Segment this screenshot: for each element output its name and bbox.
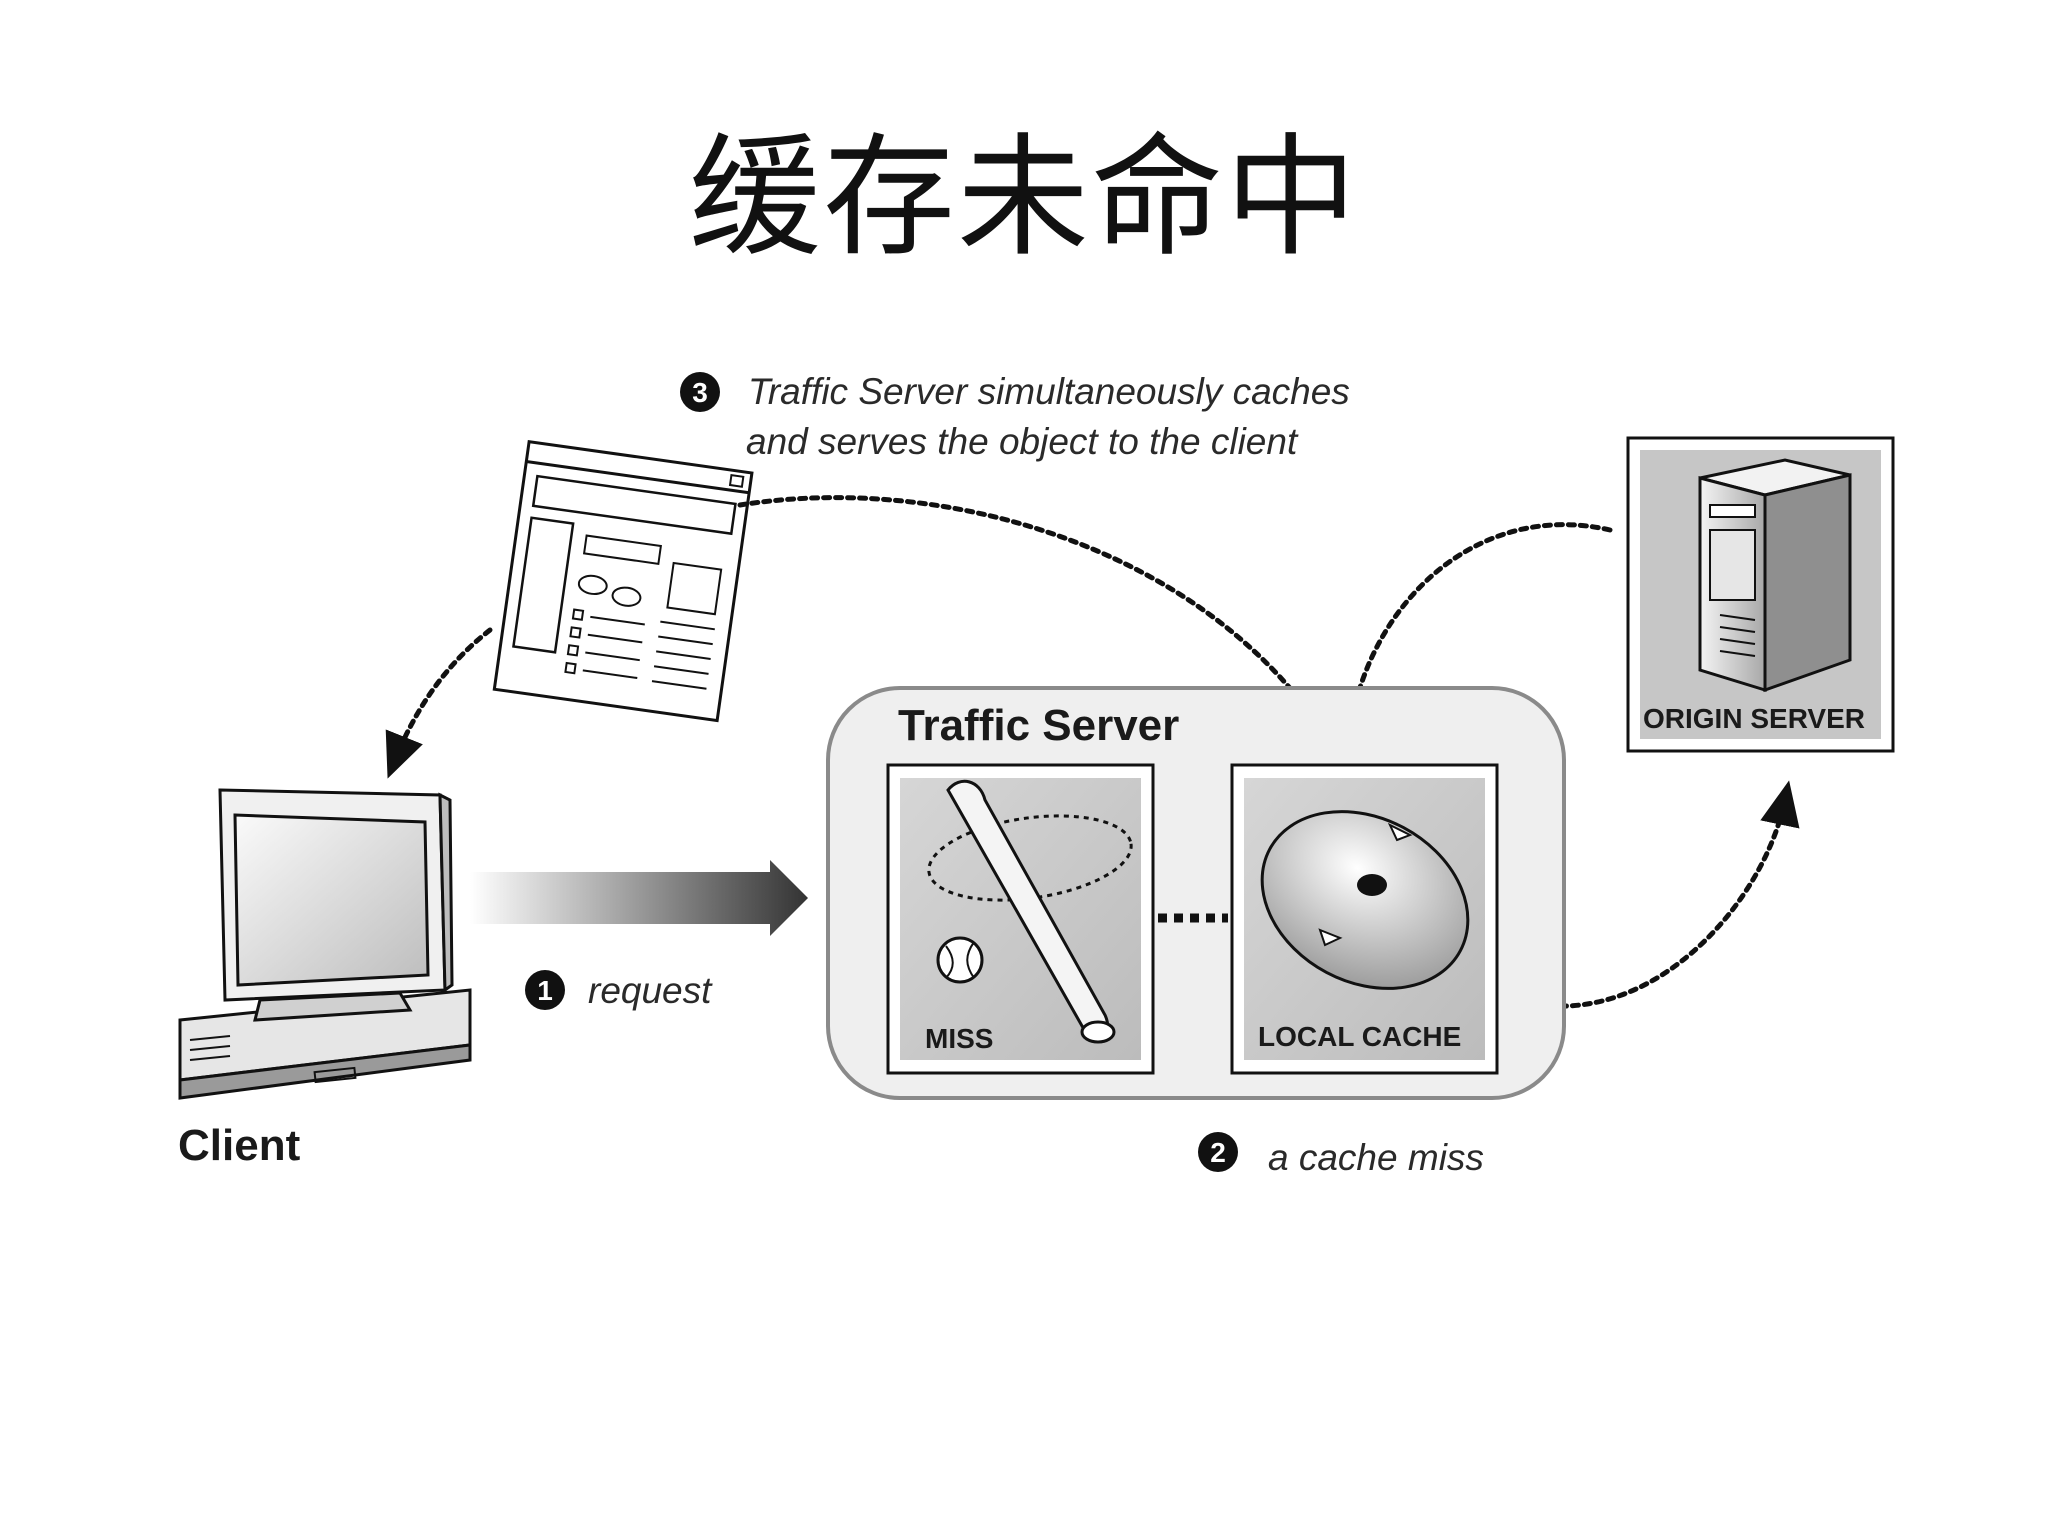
baseball-icon xyxy=(936,936,984,984)
flow-document-to-client xyxy=(385,627,493,779)
request-arrow xyxy=(470,860,808,936)
miss-label: MISS xyxy=(925,1023,993,1054)
orbit-ellipse xyxy=(927,814,1133,902)
origin-server-box: ORIGIN SERVER xyxy=(1626,436,1895,753)
client-label: Client xyxy=(178,1121,301,1170)
flow-document-to-cache xyxy=(737,495,1350,778)
step-3-text-line1: Traffic Server simultaneously caches xyxy=(748,371,1350,412)
computer-icon xyxy=(178,788,472,1100)
step-1-number: 1 xyxy=(537,975,553,1006)
step-2-annotation: 2 a cache miss xyxy=(1198,1132,1484,1178)
step-3-badge xyxy=(680,372,720,412)
flow-origin-to-cache xyxy=(1347,522,1613,733)
origin-server-label: ORIGIN SERVER xyxy=(1643,703,1865,734)
local-cache-panel: LOCAL CACHE xyxy=(1230,763,1499,1075)
step-1-annotation: 1 request xyxy=(525,970,713,1011)
local-cache-label: LOCAL CACHE xyxy=(1258,1021,1461,1052)
server-tower-icon xyxy=(1698,458,1852,693)
baseball-bat-icon xyxy=(946,779,1116,1044)
step-1-badge xyxy=(525,970,565,1010)
miss-panel: MISS xyxy=(886,763,1155,1075)
step-1-text: request xyxy=(588,970,713,1011)
step-3-annotation: 3 Traffic Server simultaneously caches a… xyxy=(680,371,1350,462)
step-2-text: a cache miss xyxy=(1268,1137,1484,1178)
step-3-text-line2: and serves the object to the client xyxy=(746,421,1299,462)
step-3-number: 3 xyxy=(692,377,708,408)
web-page-icon xyxy=(492,439,754,723)
step-2-number: 2 xyxy=(1210,1137,1226,1168)
disk-icon xyxy=(1260,810,1470,990)
step-2-badge xyxy=(1198,1132,1238,1172)
traffic-server-label: Traffic Server xyxy=(898,701,1179,750)
page-title: 缓存未命中 xyxy=(689,121,1359,275)
